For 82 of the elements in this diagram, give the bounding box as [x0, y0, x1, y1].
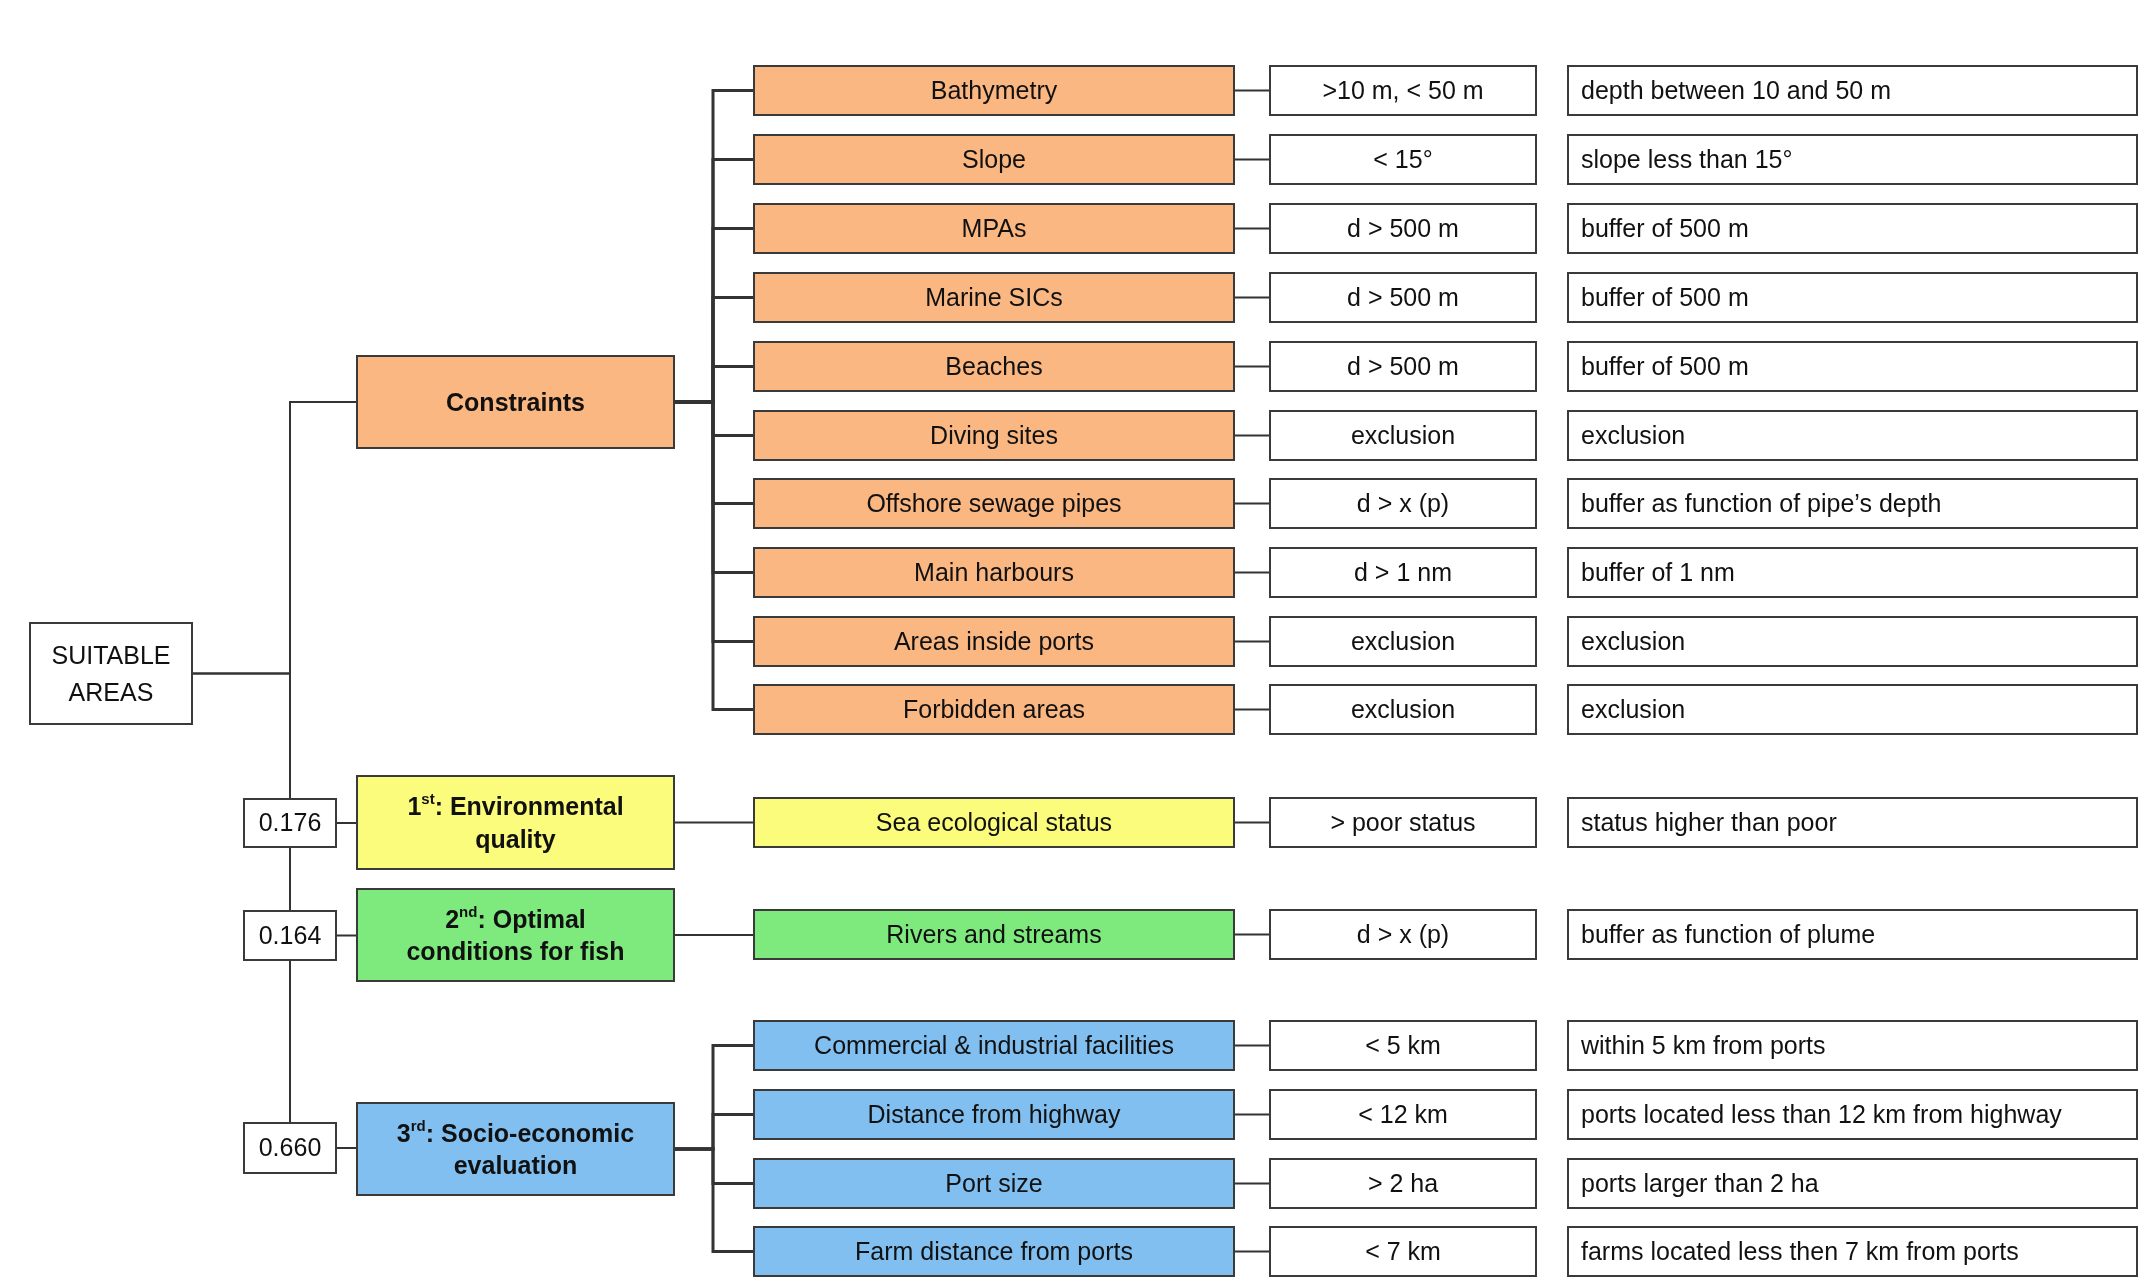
- criterion-box: MPAs: [753, 203, 1235, 254]
- threshold-box: < 5 km: [1269, 1020, 1537, 1071]
- connector-line: [336, 1147, 357, 1149]
- category-box: 3$^{rd}$: Socio-economic evaluation: [356, 1102, 675, 1196]
- criterion-box: Marine SICs: [753, 272, 1235, 323]
- description-box: slope less than 15°: [1567, 134, 2138, 185]
- connector-line: [1234, 1113, 1270, 1116]
- threshold-box: > 2 ha: [1269, 1158, 1537, 1209]
- description-box: status higher than poor: [1567, 797, 2138, 848]
- description-box: buffer of 1 nm: [1567, 547, 2138, 598]
- category-box: 1$^{st}$: Environmental quality: [356, 775, 675, 870]
- criterion-box: Rivers and streams: [753, 909, 1235, 960]
- threshold-box: < 12 km: [1269, 1089, 1537, 1140]
- description-box: exclusion: [1567, 684, 2138, 735]
- connector-line: [1234, 89, 1270, 92]
- description-box: buffer as function of plume: [1567, 909, 2138, 960]
- threshold-box: d > 500 m: [1269, 341, 1537, 392]
- description-box: depth between 10 and 50 m: [1567, 65, 2138, 116]
- description-box: buffer as function of pipe’s depth: [1567, 478, 2138, 529]
- weight-box: 0.176: [243, 798, 337, 848]
- weight-box: 0.660: [243, 1122, 337, 1174]
- threshold-box: d > x (p): [1269, 909, 1537, 960]
- threshold-box: >10 m, < 50 m: [1269, 65, 1537, 116]
- connector-line: [675, 400, 753, 711]
- description-box: buffer of 500 m: [1567, 341, 2138, 392]
- criterion-box: Main harbours: [753, 547, 1235, 598]
- connector-line: [336, 822, 357, 824]
- threshold-box: exclusion: [1269, 410, 1537, 461]
- connector-line: [1234, 434, 1270, 437]
- criterion-box: Bathymetry: [753, 65, 1235, 116]
- connector-line: [289, 847, 291, 911]
- category-box: Constraints: [356, 355, 675, 449]
- connector-line: [1234, 640, 1270, 643]
- criterion-box: Beaches: [753, 341, 1235, 392]
- connector-line: [674, 934, 754, 936]
- connector-line: [1234, 1182, 1270, 1185]
- description-box: exclusion: [1567, 410, 2138, 461]
- weight-box: 0.164: [243, 910, 337, 961]
- category-box: 2$^{nd}$: Optimal conditions for fish: [356, 888, 675, 982]
- connector-line: [1234, 1044, 1270, 1047]
- threshold-box: d > 1 nm: [1269, 547, 1537, 598]
- criterion-box: Forbidden areas: [753, 684, 1235, 735]
- description-box: within 5 km from ports: [1567, 1020, 2138, 1071]
- threshold-box: exclusion: [1269, 684, 1537, 735]
- connector-line: [1234, 502, 1270, 505]
- criterion-box: Commercial & industrial facilities: [753, 1020, 1235, 1071]
- description-box: farms located less then 7 km from ports: [1567, 1226, 2138, 1277]
- threshold-box: exclusion: [1269, 616, 1537, 667]
- criterion-box: Sea ecological status: [753, 797, 1235, 848]
- threshold-box: > poor status: [1269, 797, 1537, 848]
- threshold-box: < 15°: [1269, 134, 1537, 185]
- connector-line: [1234, 1250, 1270, 1253]
- description-box: ports located less than 12 km from highway: [1567, 1089, 2138, 1140]
- connector-line: [1234, 821, 1270, 824]
- connector-line: [1234, 571, 1270, 574]
- connector-line: [1234, 227, 1270, 230]
- criterion-box: Port size: [753, 1158, 1235, 1209]
- connector-line: [675, 1147, 753, 1253]
- connector-line: [1234, 296, 1270, 299]
- threshold-box: d > x (p): [1269, 478, 1537, 529]
- connector-line: [336, 934, 357, 937]
- criterion-box: Offshore sewage pipes: [753, 478, 1235, 529]
- threshold-box: d > 500 m: [1269, 272, 1537, 323]
- criterion-box: Areas inside ports: [753, 616, 1235, 667]
- threshold-box: d > 500 m: [1269, 203, 1537, 254]
- description-box: exclusion: [1567, 616, 2138, 667]
- description-box: ports larger than 2 ha: [1567, 1158, 2138, 1209]
- threshold-box: < 7 km: [1269, 1226, 1537, 1277]
- criterion-box: Slope: [753, 134, 1235, 185]
- connector-line: [1234, 708, 1270, 711]
- connector-line: [1234, 933, 1270, 936]
- criterion-box: Distance from highway: [753, 1089, 1235, 1140]
- connector-line: [192, 672, 291, 799]
- criterion-box: Farm distance from ports: [753, 1226, 1235, 1277]
- description-box: buffer of 500 m: [1567, 203, 2138, 254]
- description-box: buffer of 500 m: [1567, 272, 2138, 323]
- criterion-box: Diving sites: [753, 410, 1235, 461]
- connector-line: [289, 960, 291, 1123]
- goal-box: SUITABLE AREAS: [29, 622, 193, 725]
- connector-line: [1234, 158, 1270, 161]
- connector-line: [674, 821, 754, 824]
- connector-line: [1234, 365, 1270, 368]
